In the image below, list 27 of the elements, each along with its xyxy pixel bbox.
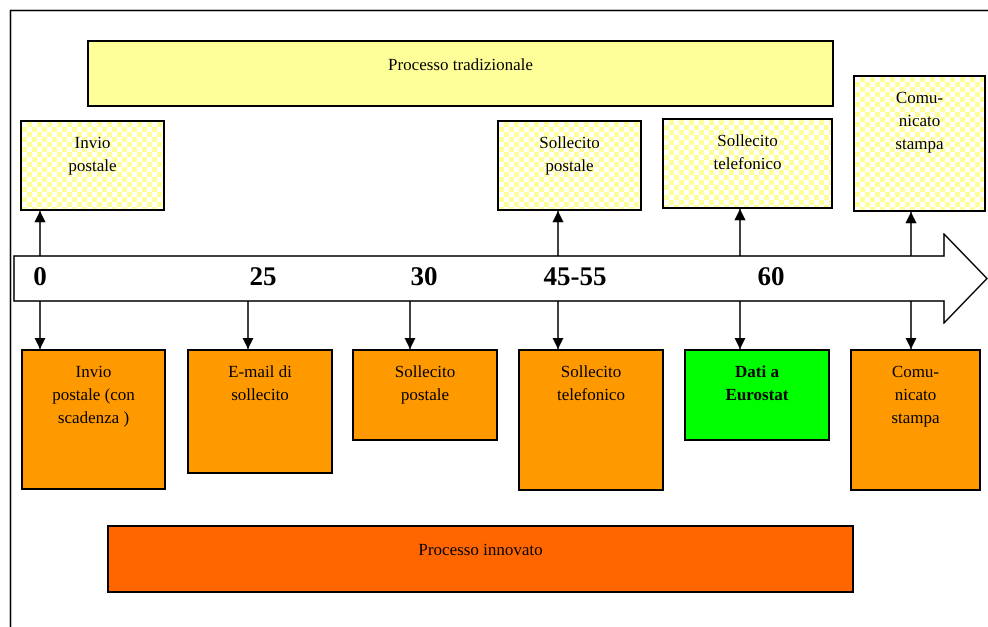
- arrow: [242, 301, 254, 349]
- arrow: [34, 211, 46, 256]
- step-box: Comu- nicato stampa: [850, 349, 981, 491]
- step-box: Sollecito postale: [497, 120, 642, 211]
- arrow: [404, 301, 416, 349]
- step-box: Sollecito telefonico: [662, 118, 833, 209]
- step-box: Sollecito telefonico: [518, 349, 664, 491]
- step-box: Invio postale (con scadenza ): [21, 349, 166, 490]
- arrow: [734, 301, 746, 349]
- time-marker-label: 30: [410, 261, 438, 292]
- arrow: [34, 301, 46, 349]
- process-band: Processo tradizionale: [87, 40, 834, 107]
- step-box: Sollecito postale: [352, 349, 498, 441]
- step-box: Dati a Eurostat: [684, 349, 830, 441]
- arrow: [905, 301, 917, 349]
- arrow: [734, 209, 746, 256]
- arrow: [905, 212, 917, 256]
- time-marker-label: 60: [758, 261, 784, 292]
- time-marker-label: 25: [250, 261, 276, 292]
- step-box: E-mail di sollecito: [187, 349, 333, 474]
- arrow: [552, 211, 564, 256]
- process-band: Processo innovato: [107, 525, 854, 593]
- time-marker-label: 45-55: [544, 261, 606, 292]
- arrow: [552, 301, 564, 349]
- step-box: Comu- nicato stampa: [853, 75, 986, 212]
- step-box: Invio postale: [20, 120, 165, 211]
- time-marker-label: 0: [33, 261, 47, 292]
